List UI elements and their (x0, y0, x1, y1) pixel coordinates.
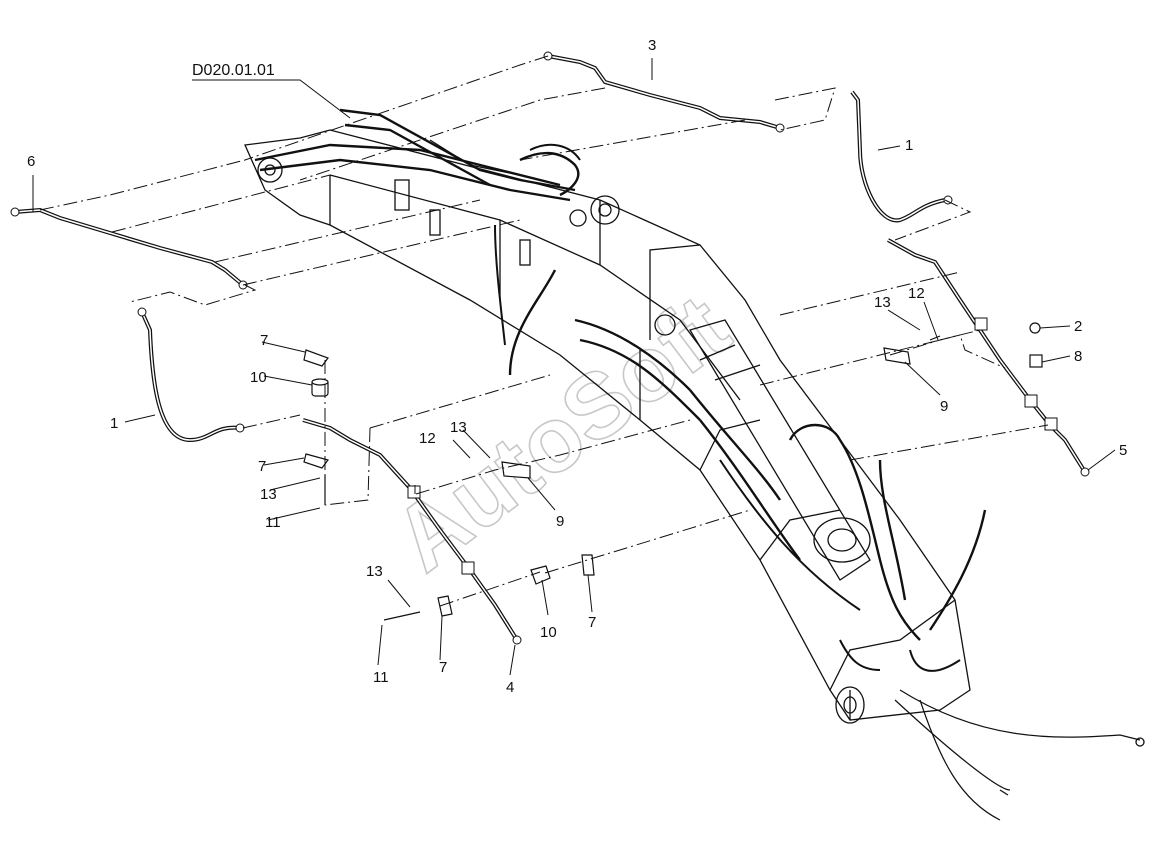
leader-lines (32, 58, 1116, 676)
callout-13-c: 13 (366, 563, 383, 580)
callout-11-b: 11 (373, 669, 389, 686)
callout-12-a: 12 (419, 430, 436, 447)
callout-2: 2 (1074, 318, 1082, 335)
assembly-lines (39, 55, 1049, 607)
callout-4: 4 (506, 679, 514, 696)
callout-7-d: 7 (588, 614, 596, 631)
callout-11-a: 11 (265, 514, 281, 531)
callout-6: 6 (27, 153, 35, 170)
boom-assembly (244, 108, 1145, 821)
callout-10-a: 10 (250, 369, 267, 386)
callout-10-b: 10 (540, 624, 557, 641)
callout-7-a: 7 (260, 332, 268, 349)
part-6-tube (10, 207, 248, 290)
callout-13-a: 13 (260, 486, 277, 503)
callout-12-b: 12 (908, 285, 925, 302)
callout-13-d: 13 (874, 294, 891, 311)
part-1-hose-left (137, 307, 245, 443)
callout-labels: 3 1 6 1 7 10 7 13 11 12 13 9 13 11 7 4 1… (27, 37, 1127, 696)
small-parts (303, 322, 1043, 621)
part-3-tube (543, 51, 785, 133)
callout-3: 3 (648, 37, 656, 54)
part-5-tube (887, 238, 1090, 477)
callout-7-b: 7 (258, 458, 266, 475)
callout-1-left: 1 (110, 415, 118, 432)
callout-9-a: 9 (556, 513, 564, 530)
callout-13-b: 13 (450, 419, 467, 436)
callout-8: 8 (1074, 348, 1082, 365)
reference-label: D020.01.01 (192, 62, 275, 79)
callout-7-c: 7 (439, 659, 447, 676)
callout-5: 5 (1119, 442, 1127, 459)
callout-9-b: 9 (940, 398, 948, 415)
part-1-hose-right (850, 90, 953, 223)
callout-1-right: 1 (905, 137, 913, 154)
part-4-tube (302, 418, 522, 645)
